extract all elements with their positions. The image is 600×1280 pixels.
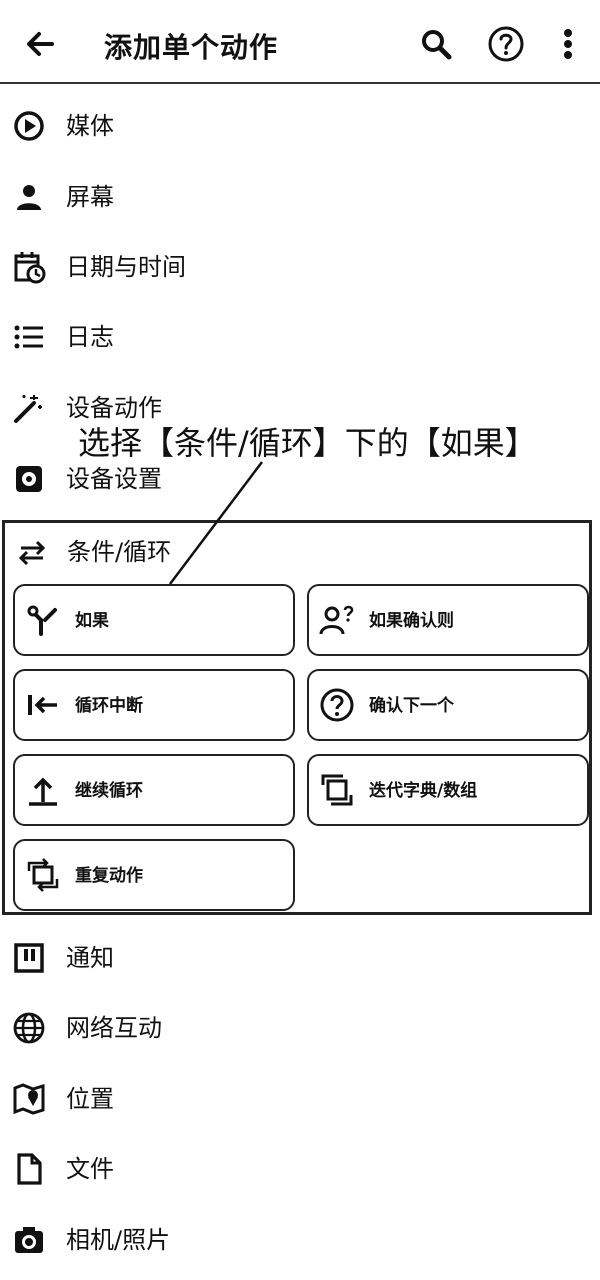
iterate-icon (319, 772, 355, 808)
category-file[interactable]: 文件 (0, 1138, 600, 1200)
category-datetime[interactable]: 日期与时间 (0, 236, 600, 298)
action-repeat-button[interactable]: 重复动作 (13, 839, 295, 911)
category-camera[interactable]: 相机/照片 (0, 1209, 600, 1271)
action-confirm-next-button[interactable]: 确认下一个 (307, 669, 589, 741)
magic-wand-icon (12, 391, 46, 425)
category-label: 通知 (66, 944, 114, 972)
category-media[interactable]: 媒体 (0, 95, 600, 157)
page-title: 添加单个动作 (104, 31, 279, 64)
category-device-settings[interactable]: 设备设置 (0, 448, 600, 510)
category-label: 设备动作 (66, 394, 162, 422)
play-circle-icon (12, 109, 46, 143)
category-label: 位置 (66, 1085, 114, 1113)
category-log[interactable]: 日志 (0, 306, 600, 368)
person-question-icon (319, 602, 355, 638)
search-icon[interactable] (416, 24, 456, 64)
action-iterate-button[interactable]: 迭代字典/数组 (307, 754, 589, 826)
action-if-confirm-button[interactable]: 如果确认则 (307, 584, 589, 656)
file-icon (12, 1152, 46, 1186)
category-label: 媒体 (66, 112, 114, 140)
action-label: 确认下一个 (369, 696, 454, 716)
action-label: 如果确认则 (369, 611, 454, 631)
list-icon (12, 320, 46, 354)
conditions-loops-section: 条件/循环 如果 如果确认则 循环中断 确认下一个 继续循环 (2, 520, 592, 915)
section-title: 条件/循环 (67, 538, 172, 566)
action-label: 重复动作 (75, 866, 143, 886)
action-break-loop-button[interactable]: 循环中断 (13, 669, 295, 741)
globe-icon (12, 1011, 46, 1045)
repeat-arrows-icon (15, 535, 49, 569)
break-loop-icon (25, 687, 61, 723)
category-label: 文件 (66, 1155, 114, 1183)
category-notification[interactable]: 通知 (0, 927, 600, 989)
category-location[interactable]: 位置 (0, 1068, 600, 1130)
category-label: 相机/照片 (66, 1226, 171, 1254)
more-vert-icon[interactable] (548, 24, 588, 64)
notification-icon (12, 941, 46, 975)
category-label: 设备设置 (66, 465, 162, 493)
category-label: 网络互动 (66, 1014, 162, 1042)
category-label: 日志 (66, 323, 114, 351)
category-label: 屏幕 (66, 183, 114, 211)
action-label: 迭代字典/数组 (369, 781, 478, 801)
action-label: 如果 (75, 611, 109, 631)
category-screen[interactable]: 屏幕 (0, 166, 600, 228)
category-label: 日期与时间 (66, 253, 186, 281)
instruction-annotation: 选择【条件/循环】下的【如果】 (78, 424, 537, 462)
action-label: 循环中断 (75, 696, 143, 716)
app-bar: 添加单个动作 (0, 0, 600, 84)
calendar-clock-icon (12, 250, 46, 284)
action-if-button[interactable]: 如果 (13, 584, 295, 656)
continue-loop-icon (25, 772, 61, 808)
settings-icon (12, 462, 46, 496)
section-header[interactable]: 条件/循环 (5, 523, 589, 583)
category-device-actions[interactable]: 设备动作 (0, 377, 600, 439)
action-label: 继续循环 (75, 781, 143, 801)
repeat-icon (25, 857, 61, 893)
back-arrow-icon[interactable] (20, 24, 60, 64)
help-circle-icon (319, 687, 355, 723)
person-icon (12, 180, 46, 214)
map-pin-icon (12, 1082, 46, 1116)
action-continue-loop-button[interactable]: 继续循环 (13, 754, 295, 826)
category-web[interactable]: 网络互动 (0, 997, 600, 1059)
camera-icon (12, 1223, 46, 1257)
help-icon[interactable] (486, 24, 526, 64)
fork-icon (25, 602, 61, 638)
